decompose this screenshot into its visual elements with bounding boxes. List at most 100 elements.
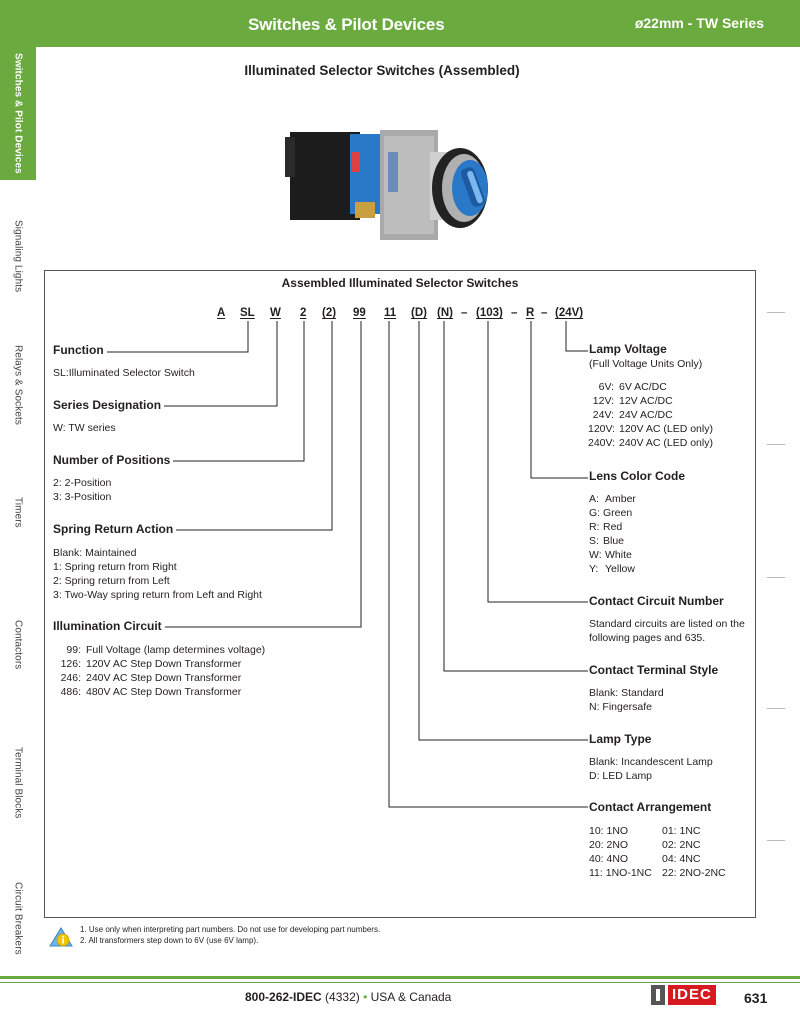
tab-divider bbox=[767, 444, 785, 445]
contact-arrangement-option: 01: 1NC bbox=[662, 825, 701, 837]
footer-rule bbox=[0, 976, 800, 979]
page-number: 631 bbox=[744, 990, 768, 1006]
diagram-title: Assembled Illuminated Selector Switches bbox=[281, 276, 519, 290]
lamp-voltage-code: 240V: bbox=[588, 437, 616, 449]
code-part-function: SL bbox=[240, 307, 255, 319]
tab-divider bbox=[767, 577, 785, 578]
code-part-circuit-number: (103) bbox=[476, 307, 503, 319]
contact-arrangement-option: 04: 4NC bbox=[662, 853, 701, 865]
footer-bullet: • bbox=[363, 990, 368, 1004]
code-dash: – bbox=[511, 307, 518, 319]
lamp-voltage-desc: 6V AC/DC bbox=[619, 381, 667, 393]
series-option: W: TW series bbox=[53, 422, 116, 434]
idec-logo: IDEC bbox=[651, 985, 721, 1005]
part-number-diagram-box bbox=[44, 270, 756, 918]
tab-divider bbox=[767, 840, 785, 841]
illumination-code: 486: bbox=[60, 686, 81, 698]
contact-arrangement-option: 22: 2NO-2NC bbox=[662, 867, 726, 879]
idec-logo-mark bbox=[651, 985, 665, 1005]
code-dash: – bbox=[541, 307, 548, 319]
code-part-illumination: 99 bbox=[353, 307, 366, 319]
lamp-type-option: Blank: Incandescent Lamp bbox=[589, 756, 713, 768]
side-tab-circuit-breakers[interactable]: Circuit Breakers bbox=[12, 882, 24, 955]
footer-phone: 800-262-IDEC bbox=[245, 990, 322, 1004]
side-tab-terminal-blocks[interactable]: Terminal Blocks bbox=[12, 746, 24, 819]
contact-arrangement-heading: Contact Arrangement bbox=[589, 800, 715, 814]
footnote-2: 2. All transformers step down to 6V (use… bbox=[80, 936, 259, 945]
selector-switch-product-image bbox=[285, 130, 488, 240]
positions-option: 2: 2-Position bbox=[53, 477, 112, 489]
code-part-spring-return: (2) bbox=[322, 307, 337, 319]
positions-heading: Number of Positions bbox=[53, 453, 174, 467]
side-tab-contactors[interactable]: Contactors bbox=[12, 620, 24, 670]
lamp-voltage-code: 24V: bbox=[592, 409, 614, 421]
positions-option: 3: 3-Position bbox=[53, 491, 112, 503]
code-dash: – bbox=[461, 307, 468, 319]
terminal-style-option: N: Fingersafe bbox=[589, 701, 653, 713]
footer-phone-number: (4332) bbox=[321, 990, 364, 1004]
lens-color-code: S: bbox=[589, 535, 599, 547]
lens-color-desc: Red bbox=[603, 521, 623, 533]
contact-arrangement-option: 11: 1NO-1NC bbox=[589, 867, 652, 879]
contact-circuit-heading: Contact Circuit Number bbox=[589, 594, 727, 608]
side-tab-relays-sockets[interactable]: Relays & Sockets bbox=[12, 345, 24, 425]
code-part-series: W bbox=[270, 307, 281, 319]
side-tab-switches[interactable]: Switches & Pilot Devices bbox=[0, 47, 36, 180]
illumination-desc: 120V AC Step Down Transformer bbox=[86, 658, 242, 670]
illumination-desc: 480V AC Step Down Transformer bbox=[86, 686, 242, 698]
lamp-voltage-heading: Lamp Voltage bbox=[589, 342, 670, 356]
info-icon bbox=[49, 927, 73, 947]
lamp-voltage-desc: 24V AC/DC bbox=[619, 409, 673, 421]
lens-color-code: G: bbox=[589, 507, 601, 519]
contact-arrangement-option: 40: 4NO bbox=[589, 853, 629, 865]
contact-circuit-text: following pages and 635. bbox=[589, 632, 706, 644]
lens-color-desc: White bbox=[605, 549, 632, 561]
tab-divider bbox=[767, 708, 785, 709]
lamp-voltage-desc: 12V AC/DC bbox=[619, 395, 673, 407]
spring-option: 3: Two-Way spring return from Left and R… bbox=[53, 589, 262, 601]
footer-region: USA & Canada bbox=[367, 990, 452, 1004]
lens-color-desc: Yellow bbox=[605, 563, 635, 575]
lamp-voltage-desc: 240V AC (LED only) bbox=[619, 437, 713, 449]
lamp-voltage-code: 6V: bbox=[598, 381, 614, 393]
illumination-heading: Illumination Circuit bbox=[53, 619, 165, 633]
lamp-type-heading: Lamp Type bbox=[589, 732, 655, 746]
side-tab-timers[interactable]: Timers bbox=[12, 496, 24, 528]
contact-arrangement-option: 20: 2NO bbox=[589, 839, 629, 851]
contact-arrangement-option: 02: 2NC bbox=[662, 839, 701, 851]
lamp-type-option: D: LED Lamp bbox=[589, 770, 653, 782]
lamp-voltage-code: 120V: bbox=[588, 423, 616, 435]
series-heading: Series Designation bbox=[53, 398, 165, 412]
function-option: SL:Illuminated Selector Switch bbox=[53, 367, 195, 379]
lens-color-heading: Lens Color Code bbox=[589, 469, 689, 483]
tab-divider bbox=[767, 312, 785, 313]
header-bar: Switches & Pilot Devices ø22mm - TW Seri… bbox=[0, 0, 800, 47]
lens-color-code: Y: bbox=[589, 563, 599, 575]
code-part-positions: 2 bbox=[300, 307, 307, 319]
illumination-desc: 240V AC Step Down Transformer bbox=[86, 672, 242, 684]
lens-color-code: R: bbox=[589, 521, 600, 533]
footer-rule bbox=[0, 982, 800, 983]
contact-arrangement-option: 10: 1NO bbox=[589, 825, 629, 837]
lens-color-desc: Green bbox=[603, 507, 633, 519]
code-part-prefix: A bbox=[217, 307, 226, 319]
code-part-lamp-type: (D) bbox=[411, 307, 427, 319]
lamp-voltage-subtitle: (Full Voltage Units Only) bbox=[589, 358, 703, 370]
header-series-title: ø22mm - TW Series bbox=[634, 15, 764, 31]
illumination-code: 99: bbox=[66, 644, 81, 656]
code-part-terminal-style: (N) bbox=[437, 307, 453, 319]
header-section-title: Switches & Pilot Devices bbox=[248, 15, 445, 34]
illumination-code: 246: bbox=[60, 672, 81, 684]
illumination-desc: Full Voltage (lamp determines voltage) bbox=[86, 644, 266, 656]
lens-color-code: W: bbox=[589, 549, 602, 561]
spring-option: 1: Spring return from Right bbox=[53, 561, 177, 573]
code-part-lamp-voltage: (24V) bbox=[555, 307, 584, 319]
lamp-voltage-code: 12V: bbox=[592, 395, 614, 407]
side-tab-signaling-lights[interactable]: Signaling Lights bbox=[12, 219, 24, 293]
lamp-voltage-desc: 120V AC (LED only) bbox=[619, 423, 713, 435]
contact-circuit-text: Standard circuits are listed on the bbox=[589, 618, 745, 630]
code-part-lens-color: R bbox=[526, 307, 535, 319]
function-heading: Function bbox=[53, 343, 107, 357]
lens-color-desc: Amber bbox=[605, 493, 636, 505]
footnote-1: 1. Use only when interpreting part numbe… bbox=[80, 925, 381, 934]
